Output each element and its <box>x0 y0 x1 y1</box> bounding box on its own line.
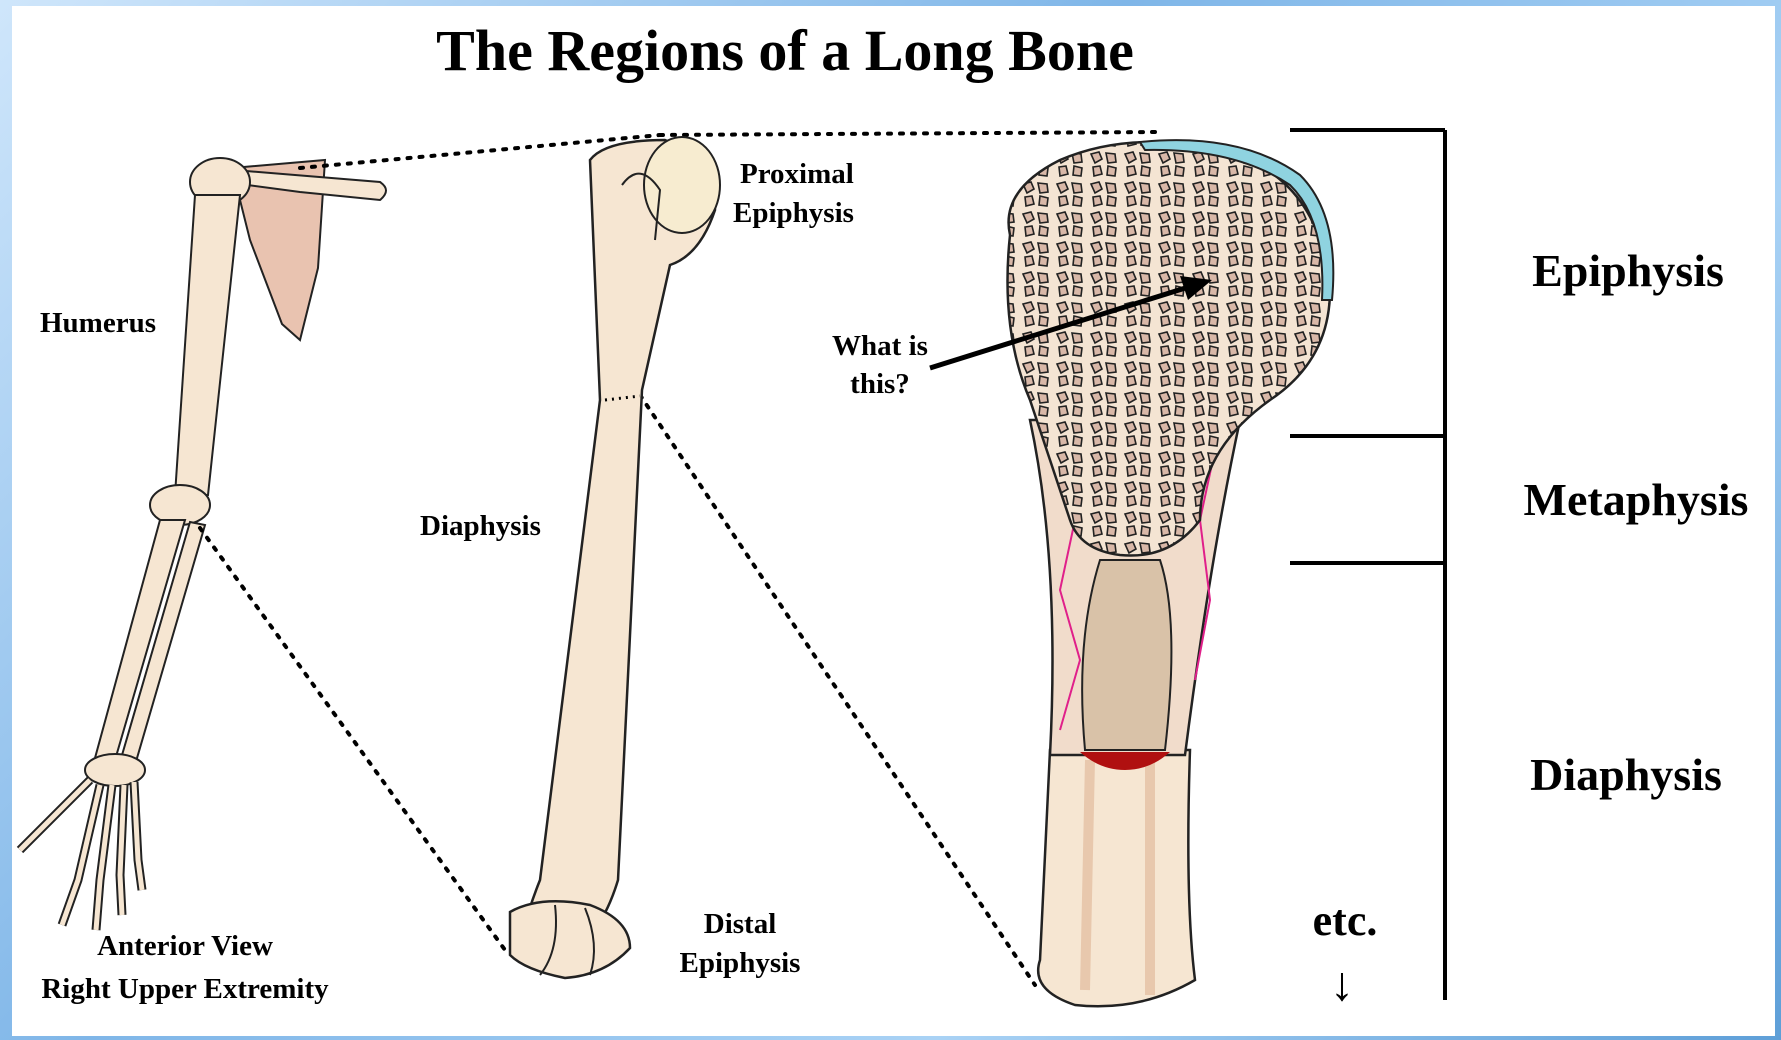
diagram-title: The Regions of a Long Bone <box>436 18 1134 83</box>
compact-bone-shaft <box>1038 750 1195 1006</box>
arm-skeleton <box>20 158 386 930</box>
humerus-distal-end <box>510 901 630 978</box>
isolated-humerus <box>510 137 720 978</box>
label-proximal: Proximal <box>740 158 854 190</box>
label-distal-epiphysis: Epiphysis <box>680 947 801 979</box>
label-region-diaphysis: Diaphysis <box>1530 749 1722 800</box>
label-question-line1: What is <box>832 330 928 362</box>
label-region-epiphysis: Epiphysis <box>1532 245 1724 296</box>
label-right-upper-extremity: Right Upper Extremity <box>41 973 329 1005</box>
bone-cross-section <box>1008 140 1334 1006</box>
label-diaphysis-mid: Diaphysis <box>420 510 541 542</box>
label-proximal-epiphysis: Epiphysis <box>733 197 854 229</box>
humerus-shaft <box>520 140 715 960</box>
label-humerus: Humerus <box>40 307 156 339</box>
label-question-line2: this? <box>850 368 910 400</box>
arm-humerus <box>175 195 240 495</box>
label-anterior-view: Anterior View <box>97 930 273 962</box>
label-distal: Distal <box>704 908 777 940</box>
label-etc: etc. <box>1313 896 1378 945</box>
label-region-metaphysis: Metaphysis <box>1524 474 1749 525</box>
medullary-cavity <box>1082 560 1171 750</box>
down-arrow-icon: ↓ <box>1330 958 1354 1011</box>
